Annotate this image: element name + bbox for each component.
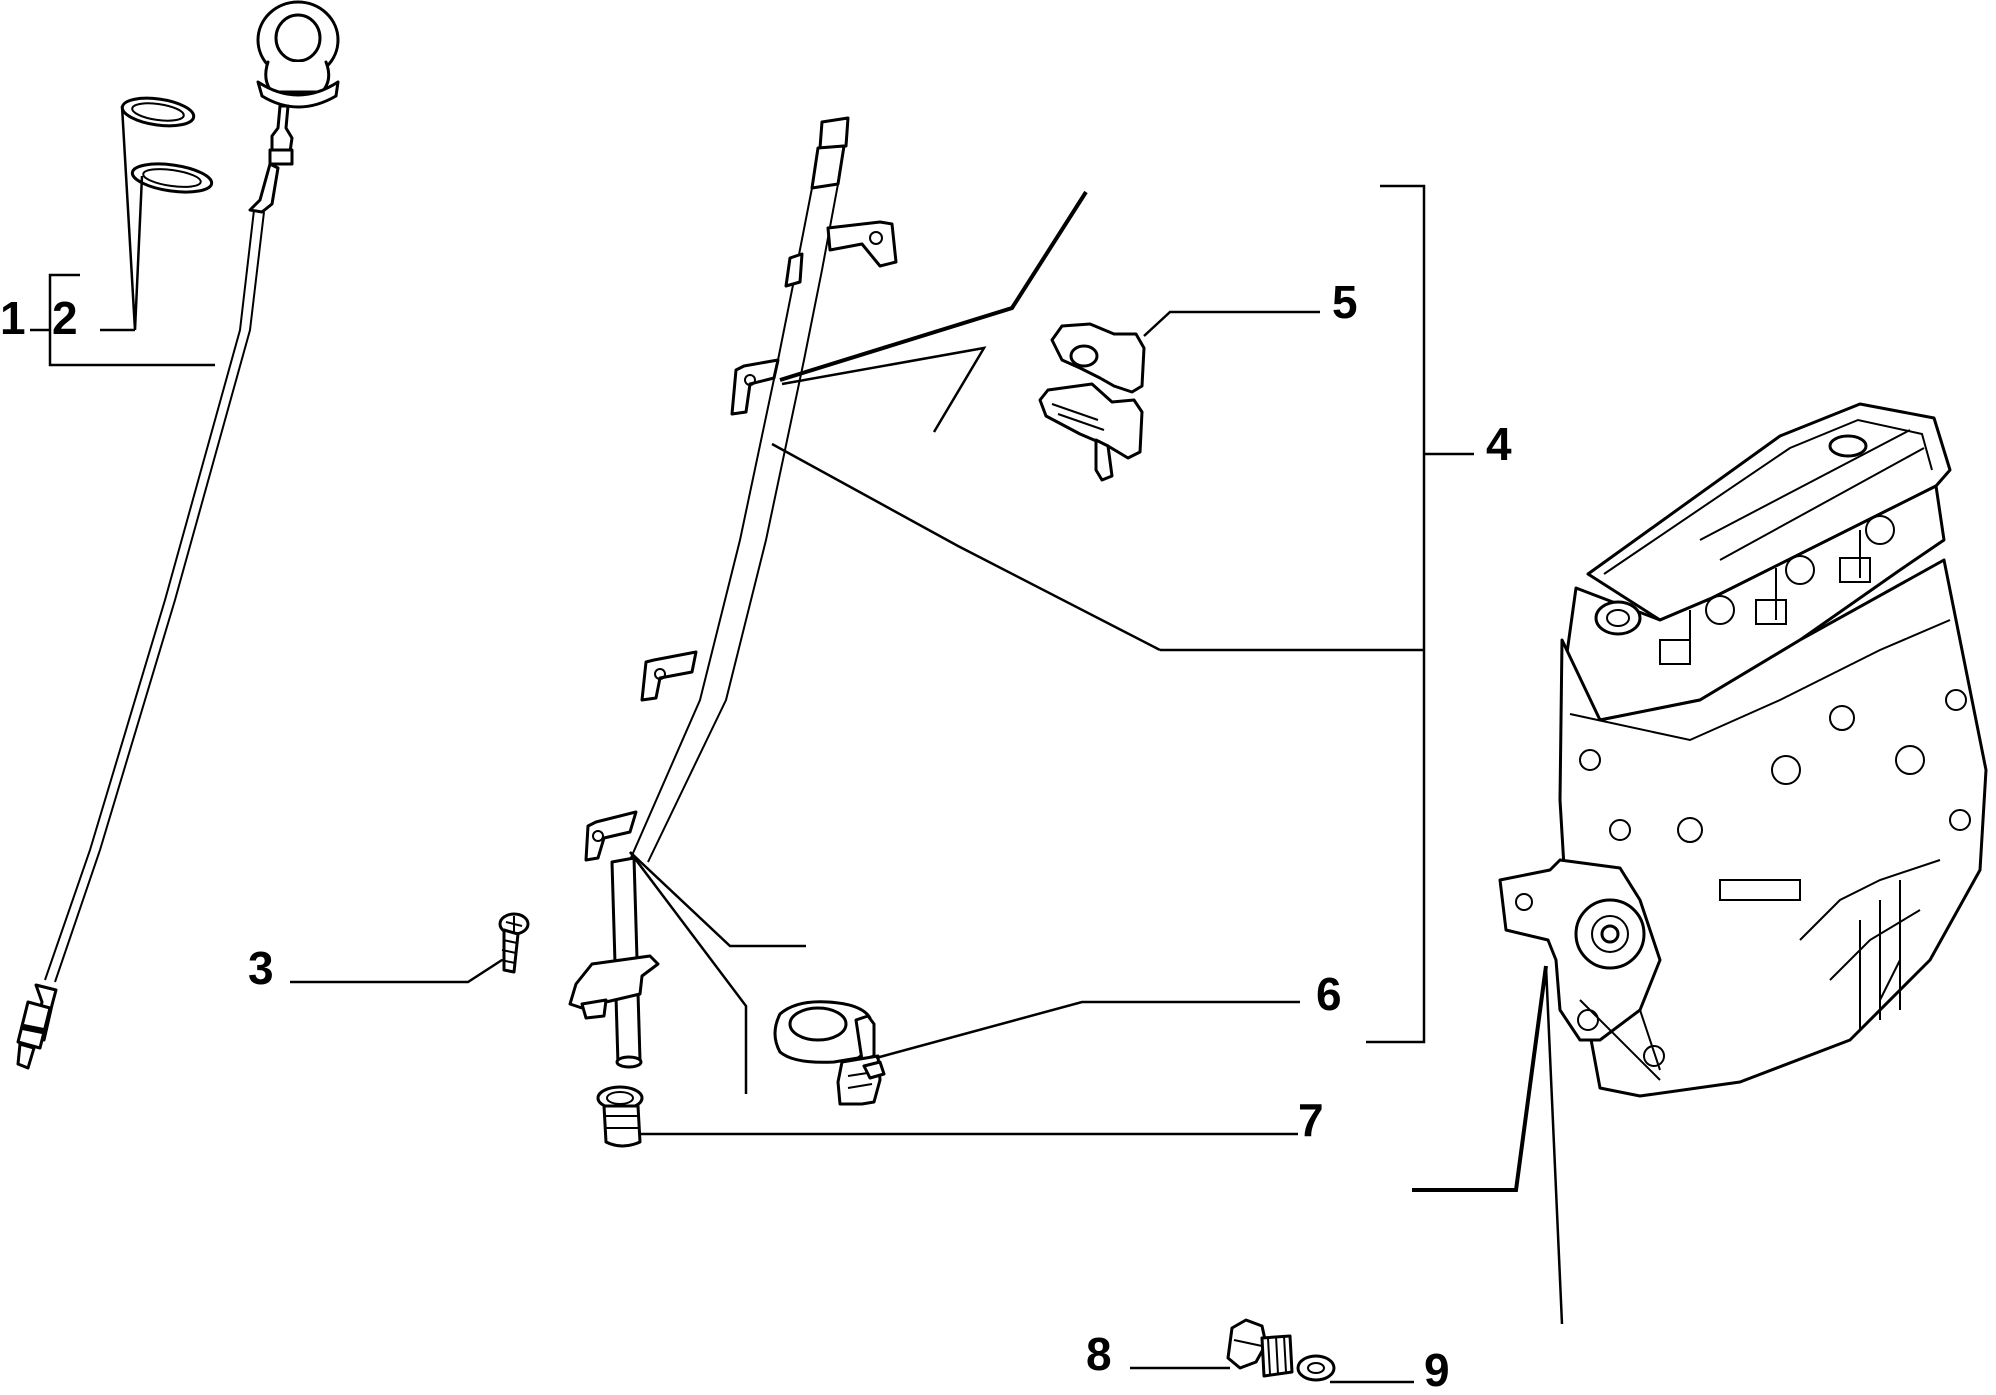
callout-5: 5	[1332, 276, 1358, 328]
dipstick-part-1	[16, 0, 340, 1070]
callout-8: 8	[1086, 1328, 1112, 1380]
grommet-part-7	[596, 1085, 1298, 1148]
callout-6: 6	[1316, 968, 1342, 1020]
callout-7: 7	[1298, 1094, 1324, 1146]
drain-plug-part-8	[1130, 1318, 1294, 1378]
dipstick-tube-part-4	[568, 116, 1474, 1094]
washer-part-9	[1296, 1354, 1414, 1384]
bracket-1-2	[30, 273, 215, 367]
callout-3: 3	[248, 942, 274, 994]
callout-1: 1	[0, 292, 26, 344]
callout-4: 4	[1486, 418, 1512, 470]
tube-clamp-part-6	[773, 1000, 1300, 1106]
callout-9: 9	[1424, 1344, 1450, 1395]
clip-part-5	[1038, 310, 1320, 482]
o-rings-part-2	[100, 96, 214, 332]
engine-block	[1412, 402, 1988, 1325]
screw-part-3	[290, 912, 530, 984]
callout-2: 2	[52, 292, 78, 344]
